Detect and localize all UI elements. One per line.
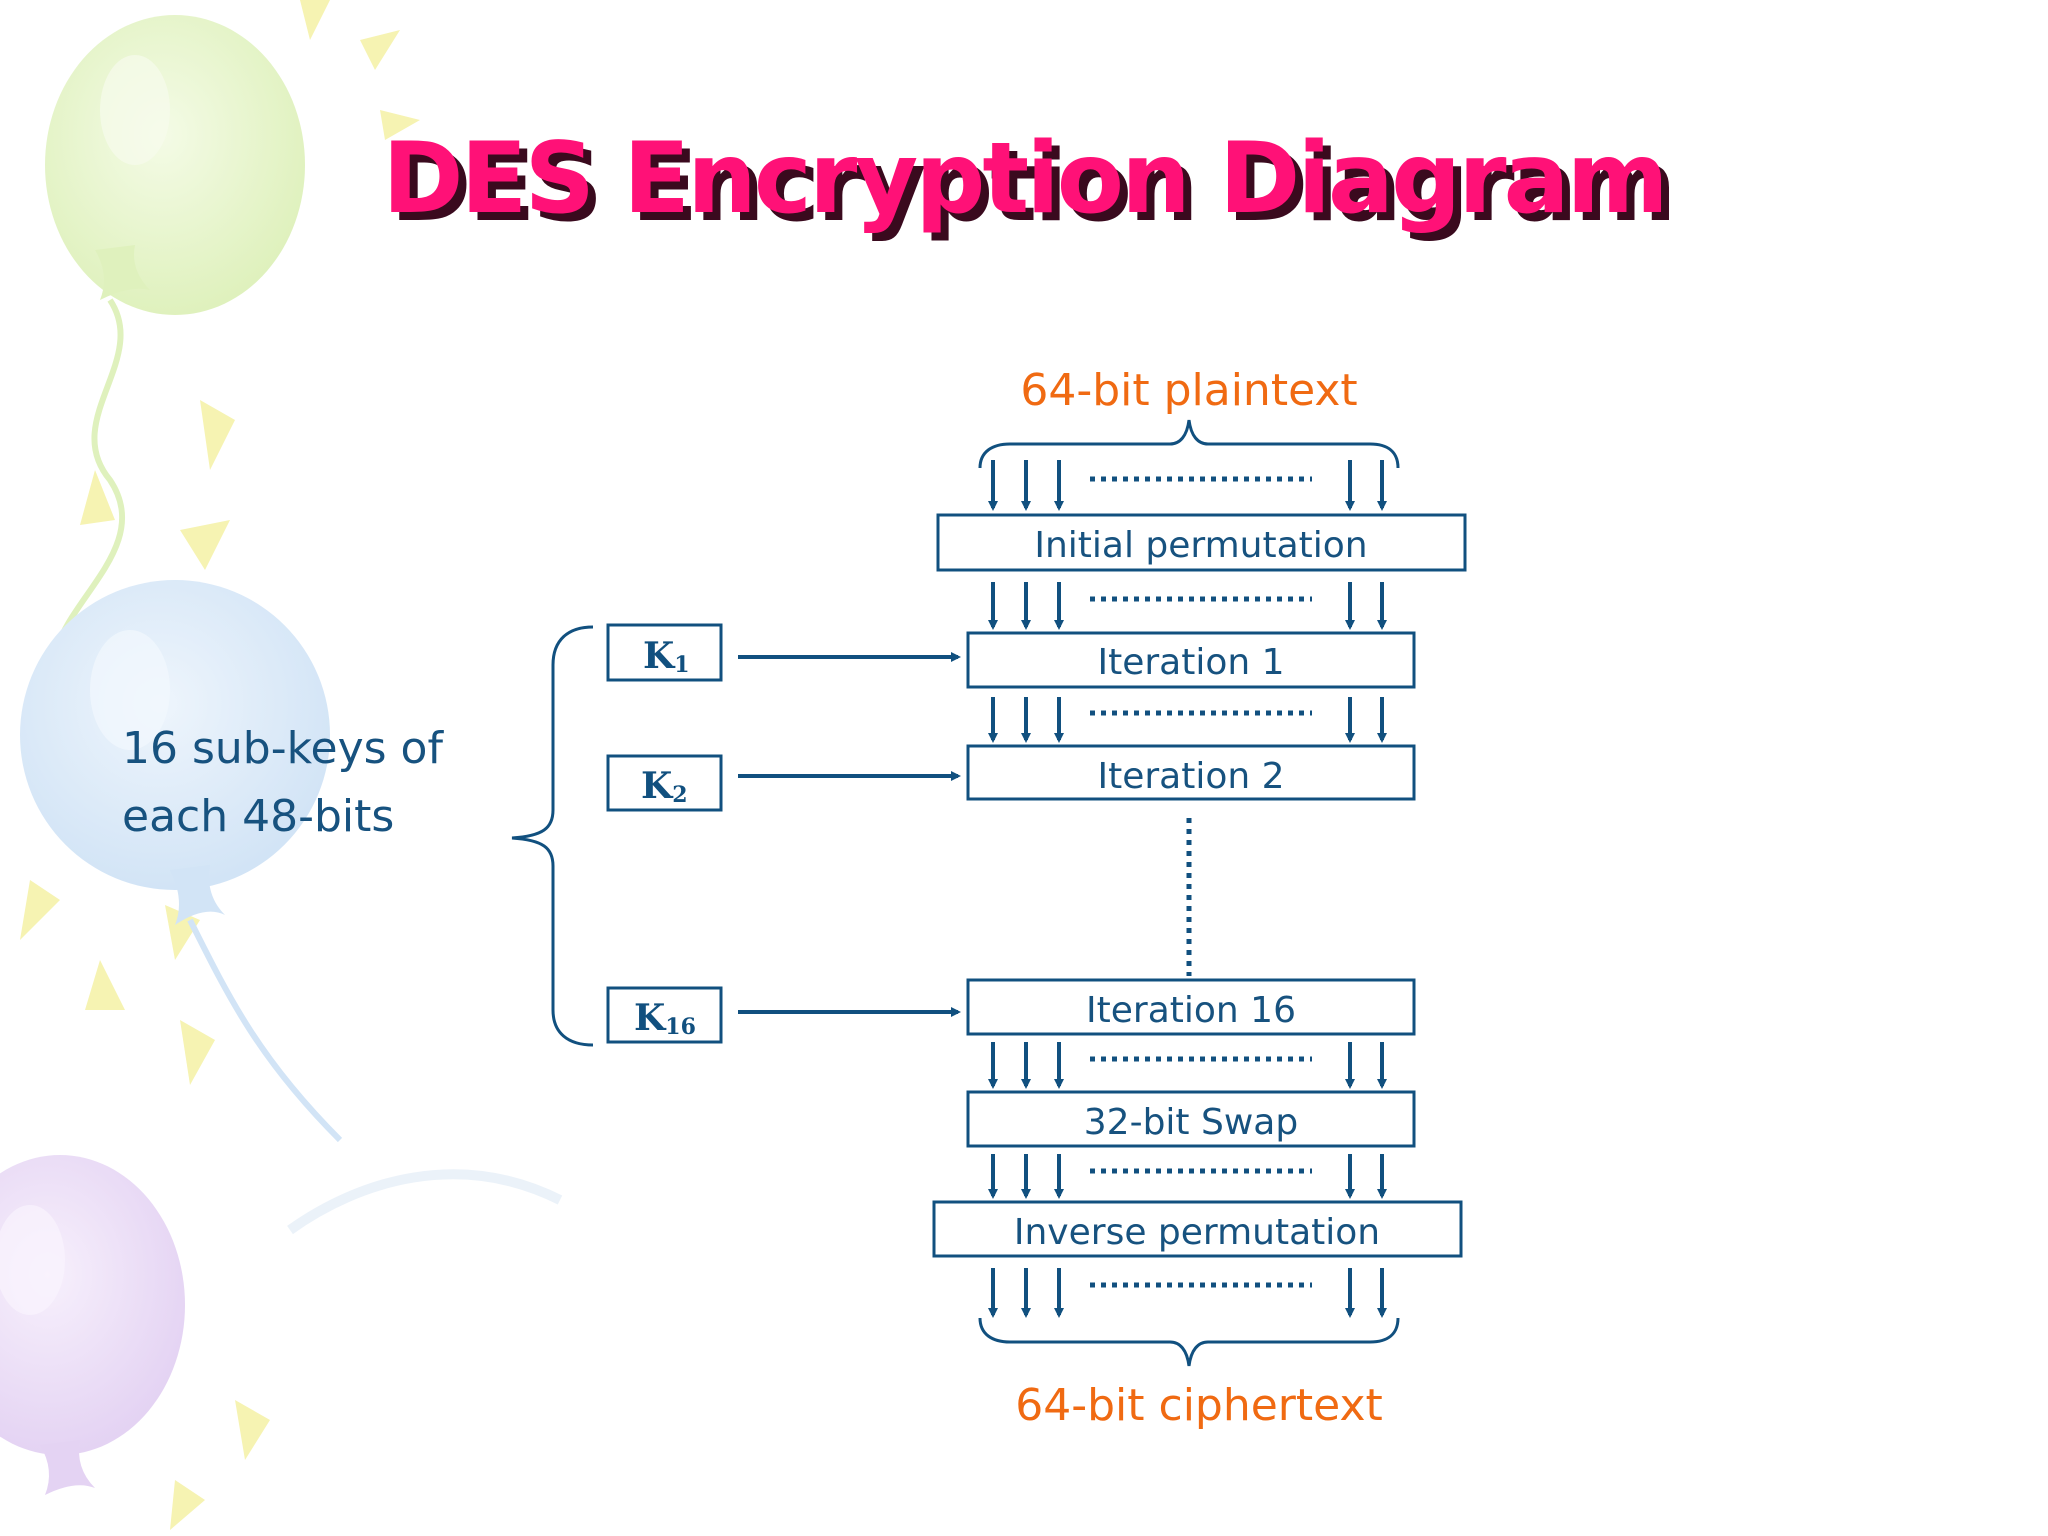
key-arrows	[738, 652, 961, 1017]
plaintext-label: 64-bit plaintext	[1020, 365, 1357, 416]
subkeys-label-line-1: 16 sub-keys of	[122, 723, 444, 774]
iteration-16-box	[966, 978, 1416, 1036]
plaintext-brace	[978, 419, 1400, 469]
key-k1-label: K1	[643, 635, 690, 678]
iteration-2-box	[966, 744, 1416, 801]
iteration-2-label: Iteration 2	[1097, 756, 1284, 797]
iteration-16-label: Iteration 16	[1086, 990, 1296, 1031]
key-k2-box	[606, 754, 723, 812]
title-text: DES Encryption Diagram	[382, 122, 1666, 236]
slide-title: DES Encryption Diagram DES Encryption Di…	[382, 122, 1677, 244]
initial-permutation-box	[936, 513, 1467, 572]
arrow-row-after-initial	[988, 582, 1387, 630]
iteration-1-box	[966, 631, 1416, 689]
key-k16-box	[606, 986, 723, 1044]
subkeys-label-line-2: each 48-bits	[122, 791, 394, 842]
green-balloon-decoration	[45, 15, 305, 642]
swap-label: 32-bit Swap	[1084, 1102, 1298, 1143]
ciphertext-brace	[978, 1317, 1400, 1367]
inverse-permutation-box	[932, 1200, 1463, 1258]
title-shadow: DES Encryption Diagram	[390, 130, 1674, 244]
arrow-row-after-inverse	[988, 1268, 1387, 1318]
key-k1-box	[606, 623, 723, 682]
des-diagram: 64-bit plaintext Initial permutation Ite…	[122, 365, 1467, 1431]
key-k1: K1	[606, 623, 723, 682]
key-k2-label: K2	[641, 765, 688, 808]
key-k16-label: K16	[634, 997, 696, 1040]
inverse-permutation-label: Inverse permutation	[1014, 1212, 1380, 1253]
arrow-row-plaintext	[988, 460, 1387, 511]
iteration-1-label: Iteration 1	[1097, 642, 1284, 683]
key-k2: K2	[606, 754, 723, 812]
ciphertext-label: 64-bit ciphertext	[1015, 1380, 1383, 1431]
purple-balloon-decoration	[0, 1155, 185, 1495]
arrow-row-after-swap	[988, 1154, 1387, 1199]
swap-box	[966, 1090, 1416, 1148]
arrow-row-after-iteration-1	[988, 697, 1387, 743]
blue-balloon-decoration	[20, 580, 343, 1143]
key-k16: K16	[606, 986, 723, 1044]
background-decoration	[0, 0, 563, 1530]
subkeys-brace	[511, 625, 594, 1047]
arrow-row-after-iteration-16	[988, 1042, 1387, 1089]
faint-streak-decoration	[287, 1169, 563, 1235]
initial-permutation-label: Initial permutation	[1034, 525, 1367, 566]
